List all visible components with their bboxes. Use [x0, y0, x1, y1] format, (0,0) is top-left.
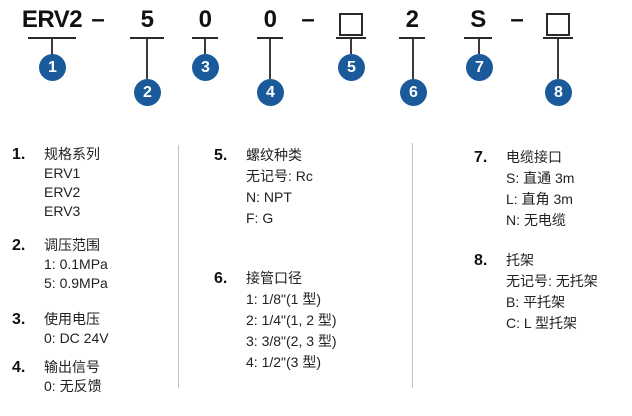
code-dash-2: –	[301, 6, 315, 33]
column-divider-1	[178, 145, 179, 388]
code-underline-1	[28, 37, 76, 39]
marker-connector-line-5	[350, 39, 352, 54]
code-dash-1: –	[91, 6, 105, 33]
section-2: 2. 调压范围 1: 0.1MPa 5: 0.9MPa	[12, 236, 108, 293]
section-5-body: 螺纹种类 无记号: Rc N: NPT F: G	[246, 145, 313, 229]
marker-circle-3: 3	[192, 54, 219, 81]
code-underline-2	[130, 37, 164, 39]
section-7-item: L: 直角 3m	[506, 191, 573, 207]
section-5-title: 螺纹种类	[246, 147, 302, 163]
section-5: 5. 螺纹种类 无记号: Rc N: NPT F: G	[214, 145, 313, 229]
marker-circle-5: 5	[338, 54, 365, 81]
section-3-title: 使用电压	[44, 311, 100, 327]
section-1-number: 1.	[12, 146, 26, 163]
section-2-item: 1: 0.1MPa	[44, 256, 108, 272]
section-7-title: 电缆接口	[506, 149, 562, 165]
code-dash-3: –	[510, 6, 524, 33]
section-6-item: 2: 1/4"(1, 2 型)	[246, 312, 337, 328]
code-underline-4	[257, 37, 283, 39]
section-8-item: 无记号: 无托架	[506, 273, 598, 289]
marker-circle-2: 2	[134, 79, 161, 106]
section-7-body: 电缆接口 S: 直通 3m L: 直角 3m N: 无电缆	[506, 147, 574, 231]
section-2-title: 调压范围	[44, 237, 100, 253]
section-8: 8. 托架 无记号: 无托架 B: 平托架 C: L 型托架	[474, 250, 598, 334]
section-1-item: ERV3	[44, 203, 81, 219]
section-6-number: 6.	[214, 270, 228, 287]
section-8-number: 8.	[474, 252, 488, 269]
code-underline-3	[192, 37, 218, 39]
code-segment-pressure: 5	[140, 6, 154, 33]
section-7-item: N: 无电缆	[506, 212, 566, 228]
section-3-body: 使用电压 0: DC 24V	[44, 310, 109, 348]
marker-circle-7: 7	[466, 54, 493, 81]
marker-connector-line-2	[146, 39, 148, 79]
section-6-title: 接管口径	[246, 270, 302, 286]
code-placeholder-box-thread	[339, 13, 363, 36]
section-4-number: 4.	[12, 359, 26, 376]
marker-circle-1: 1	[39, 54, 66, 81]
section-4-title: 输出信号	[44, 359, 100, 375]
section-4-body: 输出信号 0: 无反馈	[44, 358, 102, 396]
code-row: ERV2 – 5 0 0 – 2 S – 1 2 3 4 5 6	[0, 0, 632, 132]
section-1-title: 规格系列	[44, 146, 100, 162]
marker-connector-line-8	[557, 39, 559, 79]
section-3-item: 0: DC 24V	[44, 330, 109, 346]
section-8-item: C: L 型托架	[506, 315, 578, 331]
section-4: 4. 输出信号 0: 无反馈	[12, 358, 102, 396]
section-6-item: 4: 1/2"(3 型)	[246, 354, 321, 370]
section-7-item: S: 直通 3m	[506, 170, 575, 186]
section-3: 3. 使用电压 0: DC 24V	[12, 310, 109, 348]
section-6-item: 1: 1/8"(1 型)	[246, 291, 321, 307]
section-8-title: 托架	[506, 252, 534, 268]
section-5-item: 无记号: Rc	[246, 168, 313, 184]
section-8-item: B: 平托架	[506, 294, 566, 310]
column-divider-2	[412, 143, 413, 388]
code-segment-output: 0	[263, 6, 277, 33]
marker-connector-line-7	[478, 39, 480, 54]
section-5-number: 5.	[214, 147, 228, 164]
code-underline-5	[336, 37, 366, 39]
section-6: 6. 接管口径 1: 1/8"(1 型) 2: 1/4"(1, 2 型) 3: …	[214, 268, 337, 373]
marker-connector-line-1	[51, 39, 53, 54]
section-6-body: 接管口径 1: 1/8"(1 型) 2: 1/4"(1, 2 型) 3: 3/8…	[246, 268, 337, 373]
code-segment-family: ERV2	[21, 6, 83, 33]
section-1-body: 规格系列 ERV1 ERV2 ERV3	[44, 145, 100, 221]
marker-circle-6: 6	[400, 79, 427, 106]
marker-connector-line-6	[412, 39, 414, 79]
code-segment-port: 2	[405, 6, 419, 33]
marker-connector-line-4	[269, 39, 271, 79]
section-5-item: F: G	[246, 210, 274, 226]
section-7-number: 7.	[474, 149, 488, 166]
code-underline-6	[399, 37, 425, 39]
marker-circle-4: 4	[257, 79, 284, 106]
code-placeholder-box-bracket	[546, 13, 570, 36]
code-segment-voltage: 0	[198, 6, 212, 33]
section-7: 7. 电缆接口 S: 直通 3m L: 直角 3m N: 无电缆	[474, 147, 574, 231]
section-2-number: 2.	[12, 237, 26, 254]
section-5-item: N: NPT	[246, 189, 292, 205]
marker-connector-line-3	[204, 39, 206, 54]
code-underline-7	[464, 37, 492, 39]
code-underline-8	[543, 37, 573, 39]
marker-circle-8: 8	[545, 79, 572, 106]
section-2-item: 5: 0.9MPa	[44, 275, 108, 291]
code-segment-cable: S	[470, 6, 486, 33]
section-4-item: 0: 无反馈	[44, 378, 102, 394]
section-2-body: 调压范围 1: 0.1MPa 5: 0.9MPa	[44, 236, 108, 293]
section-6-item: 3: 3/8"(2, 3 型)	[246, 333, 337, 349]
section-1-item: ERV1	[44, 165, 81, 181]
section-8-body: 托架 无记号: 无托架 B: 平托架 C: L 型托架	[506, 250, 598, 334]
section-3-number: 3.	[12, 311, 26, 328]
section-1: 1. 规格系列 ERV1 ERV2 ERV3	[12, 145, 100, 221]
section-1-item: ERV2	[44, 184, 81, 200]
